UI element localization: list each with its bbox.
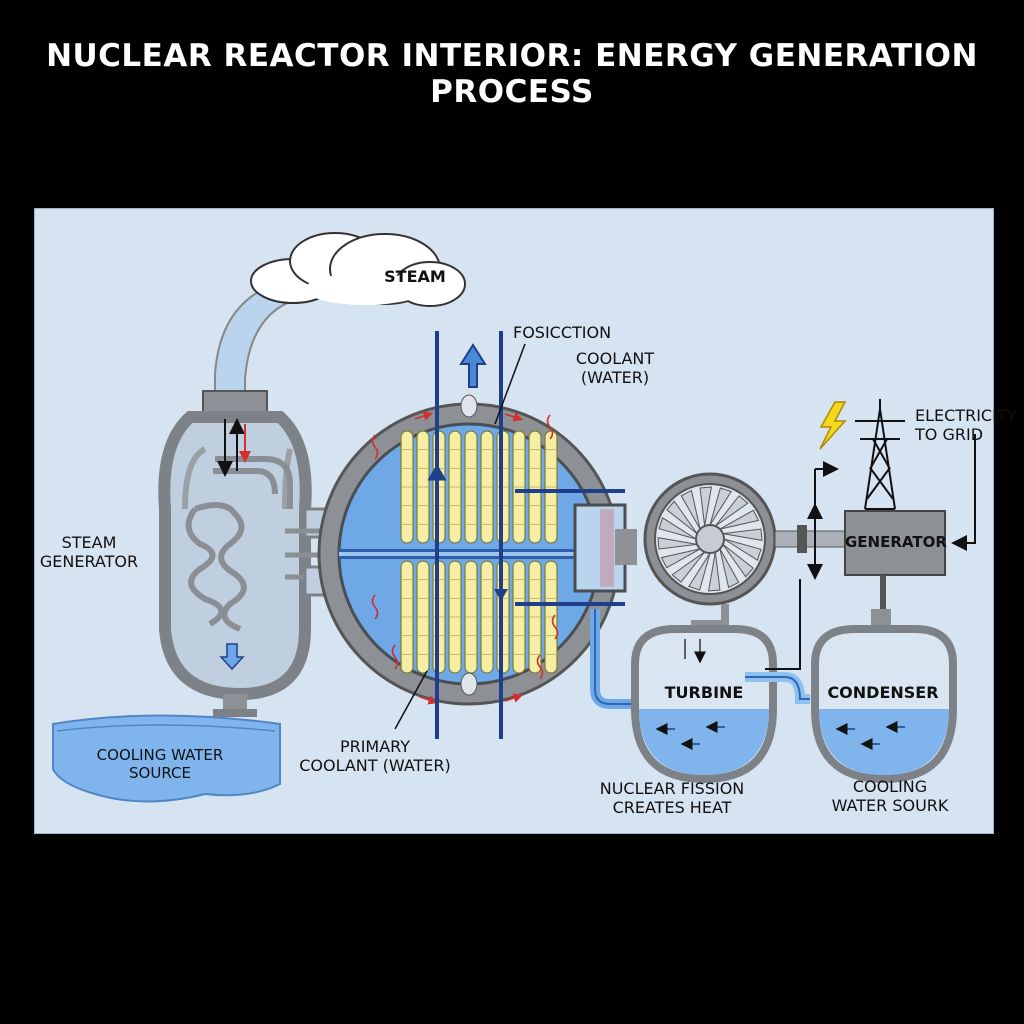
heat-arrow [414,411,434,421]
fan-blade [688,552,711,591]
heat-arrow [371,434,379,460]
diagram-title: NUCLEAR REACTOR INTERIOR: ENERGY GENERAT… [46,38,978,110]
heat-arrow [551,614,559,640]
primary-coolant-label: PRIMARY COOLANT (WATER) [299,737,451,776]
electric-wires [765,434,976,670]
heat-arrow [536,654,544,680]
heat-arrow [504,693,524,703]
turbine-fan-icon [643,472,846,634]
fosicction-label: FOSICCTION [513,323,612,342]
generator-label: GENERATOR [845,533,947,551]
water-flow-arrows [655,721,905,750]
heat-arrow [504,412,524,422]
leader-lines [394,343,526,730]
condenser-tank [811,609,957,784]
diagram-panel: STEAM FOSICCTION COOLANT (WATER) ELECTRI… [34,208,1016,834]
steam-generator-label: STEAM GENERATOR [39,533,139,572]
fan-blade [660,548,701,569]
fan-blade [722,543,754,578]
fan-blade [722,528,763,542]
coolant-water-label: COOLANT (WATER) [575,349,655,388]
generator-box [844,510,946,576]
diagram-artwork [52,232,976,803]
fan-blade [709,487,732,526]
heat-flow-arrows [371,411,559,705]
fan-blade [666,500,698,535]
steam-cloud-icon [250,232,466,307]
fan-blade [671,551,706,583]
fan-blade [699,486,713,527]
nuclear-fission-label: NUCLEAR FISSION CREATES HEAT [599,779,745,818]
fan-blade [714,495,749,527]
fan-blade [658,517,697,540]
cooling-water-sourk-label: COOLING WATER SOURK [831,777,949,816]
fan-blade [707,551,721,592]
fan-blade [719,548,740,589]
reactor-outlet-pipe [573,503,637,709]
electricity-to-grid-label: ELECTRICITY TO GRID [915,406,1017,445]
fan-blade [719,509,760,530]
control-rods [427,331,625,739]
fan-blade [723,538,762,561]
heat-arrow [419,695,439,705]
heat-arrow [371,594,379,620]
turbine-tank [631,625,777,784]
heat-arrow [546,414,554,440]
steam-generator-vessel [158,390,312,717]
steam-label: STEAM [384,267,446,286]
transmission-tower-icon [855,399,905,510]
lightning-bolt-icon [819,401,847,450]
heat-arrow [391,644,399,670]
condenser-label: CONDENSER [827,683,939,702]
fan-blade [657,536,698,550]
turbine-label: TURBINE [664,683,744,702]
cooling-water-source-label: COOLING WATER SOURCE [96,746,224,782]
cooling-water-pool [52,714,281,803]
fan-blade [680,489,701,530]
